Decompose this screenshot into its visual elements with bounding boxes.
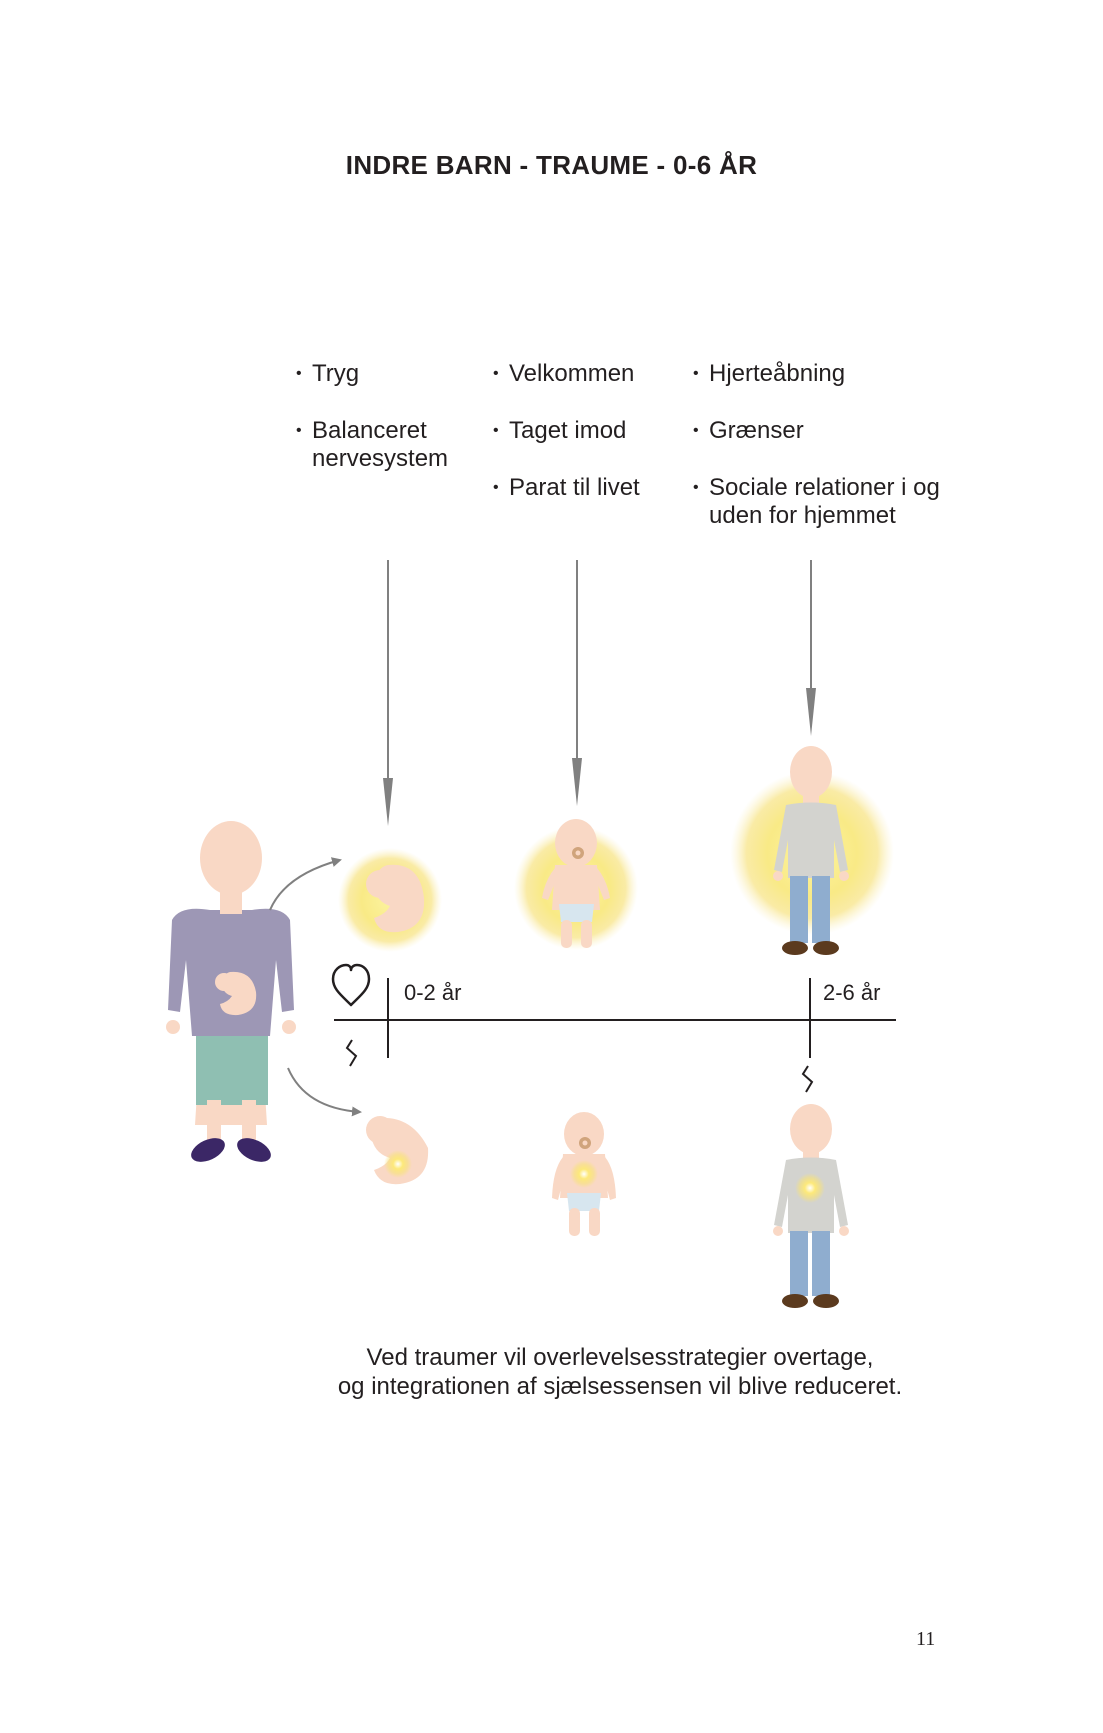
embryo-small-glow-figure <box>366 1116 429 1185</box>
list-item: Parat til livet <box>493 474 673 502</box>
list-item: Taget imod <box>493 417 673 445</box>
zigzag-icon <box>801 1065 814 1093</box>
embryo-glow-figure <box>338 848 442 952</box>
caption-line-2: og integrationen af sjælsessensen vil bl… <box>337 1373 903 1400</box>
arrow-down-birth <box>572 560 582 806</box>
list-item: Sociale relationer i og uden for hjemmet <box>693 474 973 530</box>
caption: Ved traumer vil overlevelsesstrategier o… <box>170 1343 1070 1401</box>
arrow-down-2-6 <box>806 560 816 736</box>
age-label-0-2: 0-2 år <box>404 980 461 1005</box>
child-glow-figure <box>730 746 894 955</box>
list-item: Hjerteåbning <box>693 360 973 388</box>
caption-line-1: Ved traumer vil overlevelsesstrategier o… <box>366 1344 874 1371</box>
heart-icon <box>331 963 371 1007</box>
list-item: Tryg <box>296 360 476 388</box>
qualities-list-0-2: Tryg Balanceret nervesystem <box>296 360 476 502</box>
arrow-down-0-2 <box>383 560 393 826</box>
zigzag-icon <box>345 1039 358 1067</box>
list-item: Grænser <box>693 417 973 445</box>
embryo-icon <box>215 971 257 1016</box>
timeline <box>334 978 896 1058</box>
baby-glow-figure <box>514 819 638 950</box>
page-number: 11 <box>916 1628 936 1650</box>
age-label-2-6: 2-6 år <box>823 980 880 1005</box>
list-item: Balanceret nervesystem <box>296 417 476 473</box>
child-small-glow-figure <box>773 1104 849 1308</box>
curved-arrow-up <box>269 857 342 911</box>
baby-small-glow-figure <box>552 1112 616 1236</box>
curved-arrow-down <box>287 1067 362 1117</box>
qualities-list-birth: Velkommen Taget imod Parat til livet <box>493 360 673 531</box>
mother-figure <box>166 821 296 1162</box>
list-item: Velkommen <box>493 360 673 388</box>
qualities-list-2-6: Hjerteåbning Grænser Sociale relationer … <box>693 360 973 559</box>
page-title: INDRE BARN - TRAUME - 0-6 ÅR <box>345 150 758 180</box>
